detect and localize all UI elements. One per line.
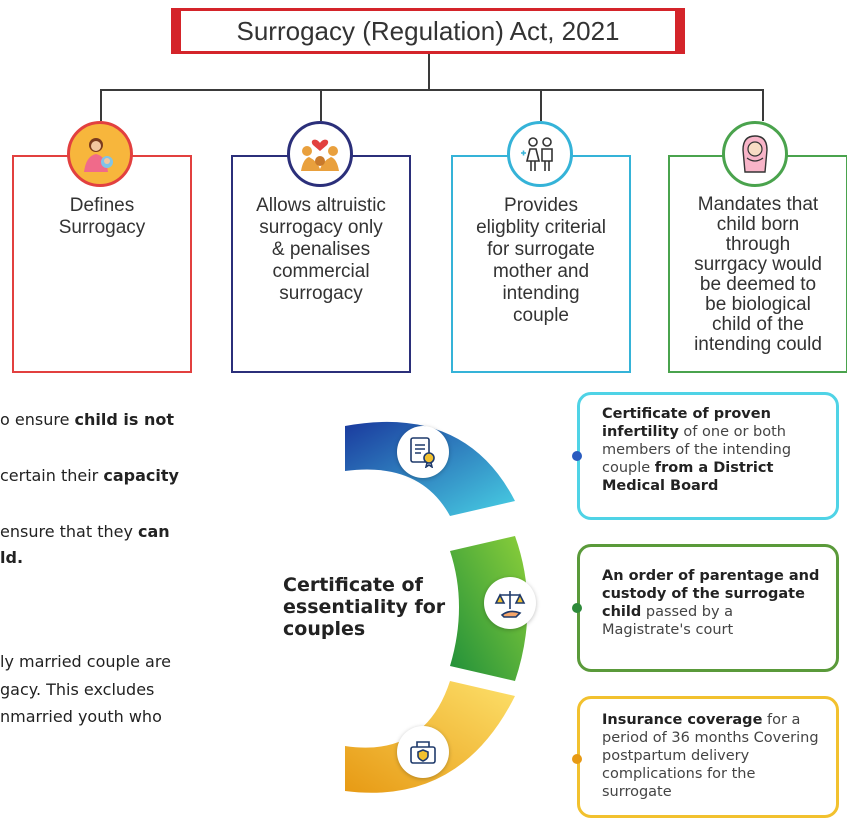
left-text-line-7: nmarried youth who xyxy=(0,707,162,726)
title-text: Surrogacy (Regulation) Act, 2021 xyxy=(236,15,620,46)
left-text-line-6: gacy. This excludes xyxy=(0,680,155,699)
text-bold-segment: capacity xyxy=(103,466,179,485)
connector-dot xyxy=(572,451,582,461)
left-text-line-1: o ensure child is not xyxy=(0,410,174,429)
insurance-icon xyxy=(397,726,449,778)
connector-vertical xyxy=(428,54,430,90)
essentiality-center-title: Certificate of essentiality for couples xyxy=(283,574,446,640)
info-text: Certificate of proven infertility of one… xyxy=(602,406,792,494)
card-eligibility-criteria: Provides eligblity criterial for surroga… xyxy=(451,155,631,373)
card-text: Defines Surrogacy xyxy=(58,195,146,238)
card-biological-child: Mandates that child born through surrgac… xyxy=(668,155,847,373)
text-bold-segment: child is not xyxy=(74,410,174,429)
info-box-infertility-certificate: Certificate of proven infertility of one… xyxy=(577,392,839,520)
card-defines-surrogacy: Defines Surrogacy xyxy=(12,155,192,373)
mother-baby-icon xyxy=(67,121,133,187)
connector-horizontal xyxy=(100,89,763,91)
info-text: Insurance coverage for a period of 36 mo… xyxy=(602,712,819,800)
left-text-line-3: ensure that they can xyxy=(0,522,170,541)
card-text: Allows altruistic surrogacy only & penal… xyxy=(256,195,386,304)
info-text: An order of parentage and custody of the… xyxy=(602,568,820,638)
text-segment: o ensure xyxy=(0,410,75,429)
text-segment: ensure that they xyxy=(0,522,139,541)
left-text-line-2: certain their capacity xyxy=(0,466,179,485)
connector-drop-2 xyxy=(320,89,322,121)
couple-icon xyxy=(507,121,573,187)
hands-heart-icon xyxy=(287,121,353,187)
left-text-line-5: ly married couple are xyxy=(0,652,171,671)
card-altruistic-surrogacy: Allows altruistic surrogacy only & penal… xyxy=(231,155,411,373)
connector-dot xyxy=(572,754,582,764)
card-text: Mandates that child born through surrgac… xyxy=(694,194,822,355)
diagram-title: Surrogacy (Regulation) Act, 2021 xyxy=(171,8,685,54)
text-bold-segment: can xyxy=(138,522,170,541)
connector-drop-3 xyxy=(540,89,542,121)
connector-drop-1 xyxy=(100,89,102,121)
certificate-icon xyxy=(397,426,449,478)
connector-dot xyxy=(572,603,582,613)
connector-drop-4 xyxy=(762,89,764,121)
text-segment: certain their xyxy=(0,466,104,485)
text-bold-segment: ld. xyxy=(0,548,24,567)
info-box-parentage-order: An order of parentage and custody of the… xyxy=(577,544,839,672)
baby-icon xyxy=(722,121,788,187)
left-text-line-4: ld. xyxy=(0,548,23,567)
info-box-insurance-coverage: Insurance coverage for a period of 36 mo… xyxy=(577,696,839,818)
card-text: Provides eligblity criterial for surroga… xyxy=(476,195,606,326)
justice-scale-icon xyxy=(484,577,536,629)
